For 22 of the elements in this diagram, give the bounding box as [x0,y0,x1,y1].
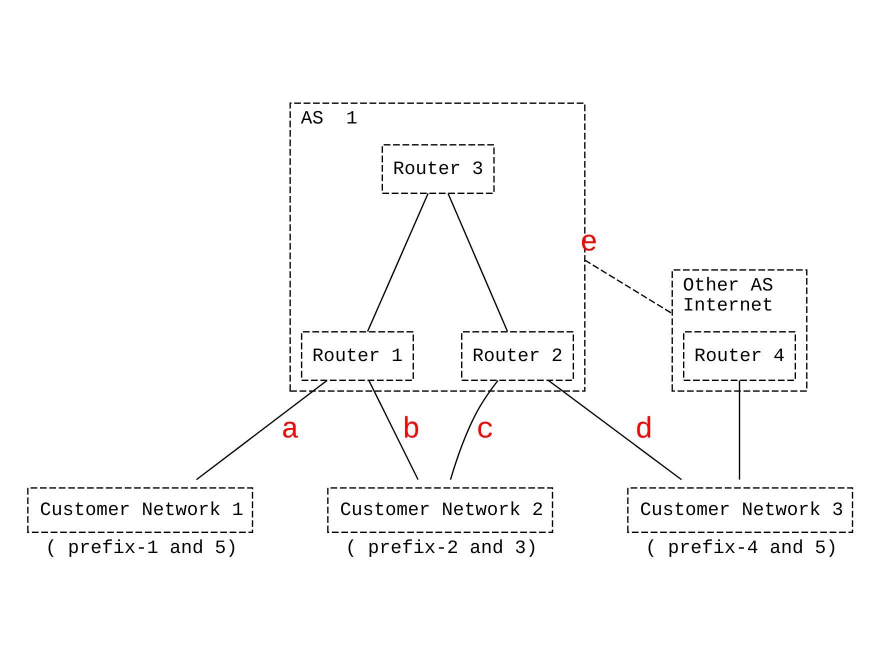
node-box: Router 2 [461,331,574,381]
node-box: Customer Network 3 [627,487,854,533]
edge-label: c [476,412,494,447]
node-label: ( prefix-2 and 3) [345,536,538,559]
connector [367,193,429,332]
connector [196,380,328,480]
connector [368,380,419,480]
node-box: Router 1 [300,331,414,381]
node-box: Router 3 [382,144,495,194]
connector [447,193,508,332]
edge-label: a [281,412,300,447]
edge-label: b [402,412,420,447]
connector [548,380,682,480]
connector [738,380,740,480]
node-box: Customer Network 2 [327,487,554,533]
edge-label: d [635,412,653,447]
node-label: ( prefix-1 and 5) [45,536,238,559]
node-box: Router 4 [683,331,796,381]
connector [584,260,673,314]
node-label: ( prefix-4 and 5) [645,536,838,559]
connector [450,380,498,480]
node-box: Customer Network 1 [27,487,254,533]
